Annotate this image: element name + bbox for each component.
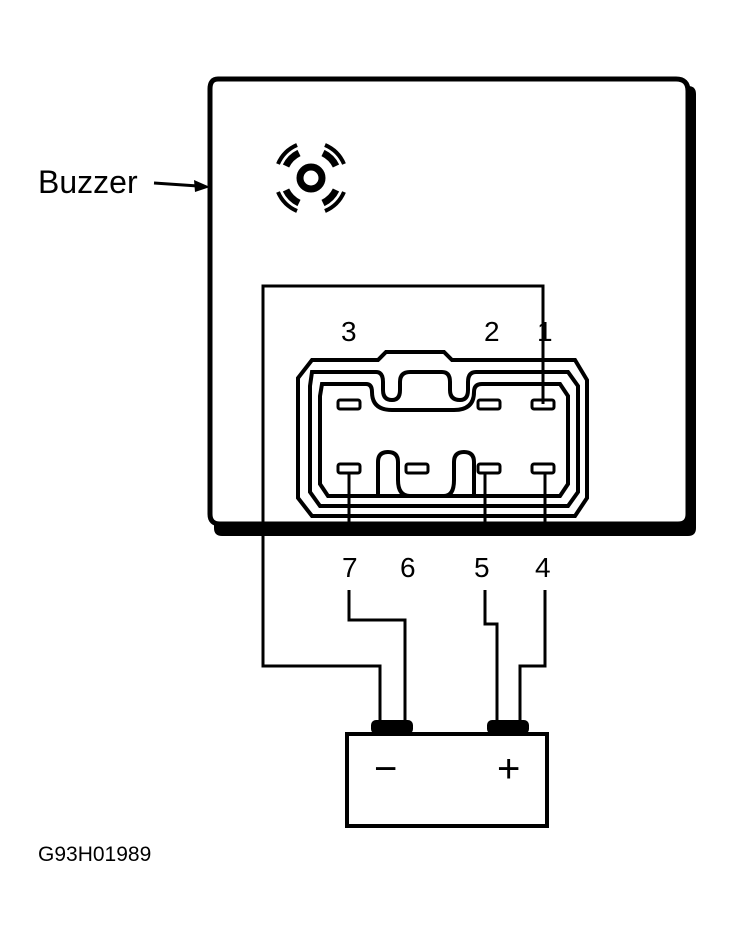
terminal-3 [336,398,362,411]
pin-label-5: 5 [474,552,490,583]
pin-label-3: 3 [341,316,357,347]
buzzer-label: Buzzer [38,164,138,200]
terminal-4 [530,462,556,475]
wire-pin5-lead [483,590,499,722]
terminal-6 [404,462,430,475]
battery-positive-sign: + [497,747,520,791]
battery-negative-terminal [371,720,413,734]
wire-pin7-lead [347,590,407,722]
battery: − + [345,720,549,828]
battery-positive-terminal [487,720,529,734]
battery-negative-sign: − [374,747,397,791]
wire-pin1-to-negative [261,284,545,722]
connector-body [296,350,589,518]
wiring [261,284,547,722]
terminal-7 [336,462,362,475]
terminal-5 [476,462,502,475]
pin-label-2: 2 [484,316,500,347]
speaker-icon [276,143,346,213]
buzzer-pointer-arrow [153,180,210,192]
terminal-2 [476,398,502,411]
figure-code: G93H01989 [38,843,151,866]
pin-label-7: 7 [342,552,358,583]
pin-label-4: 4 [535,552,551,583]
wire-pin4-lead [518,590,547,722]
pin-labels: 3 2 1 7 6 5 4 [341,316,553,583]
pin-label-6: 6 [400,552,416,583]
pin-label-1: 1 [537,316,553,347]
